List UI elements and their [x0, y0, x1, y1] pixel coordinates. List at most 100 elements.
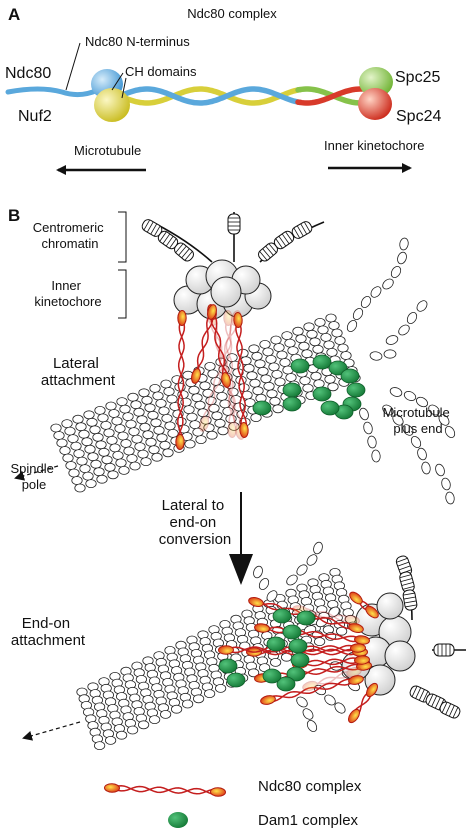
ndc80-head — [254, 623, 270, 633]
dam1-complex — [346, 382, 366, 398]
ndc80-strand — [236, 319, 246, 431]
tubulin-dimer — [303, 322, 315, 332]
kinetochore-subunit — [384, 640, 416, 672]
ndc80-head — [366, 682, 378, 698]
tubulin-dimer — [274, 377, 286, 387]
tubulin-dimer — [328, 321, 340, 330]
tubulin-dimer — [61, 419, 73, 429]
curl-dimer — [296, 696, 308, 708]
curl-dimer — [302, 708, 314, 720]
label-inner-kinetochore: Inner kinetochore — [324, 138, 424, 153]
tubulin-dimer — [189, 420, 201, 430]
ndc80-head — [104, 783, 120, 793]
nucleosome-wrap — [268, 243, 277, 253]
tubulin-dimer — [84, 444, 96, 454]
panel-a-title: Ndc80 complex — [187, 6, 277, 21]
ndc80-head — [348, 708, 360, 724]
tubulin-dimer — [50, 423, 62, 433]
nucleosome — [439, 701, 461, 719]
nucleosome — [157, 230, 179, 250]
tubulin-dimer — [149, 383, 161, 393]
tubulin-dimer — [139, 422, 151, 432]
nucleosome-wrap — [404, 600, 417, 604]
chromatin-nucleosomes-bottom — [395, 555, 461, 719]
tubulin-dimer — [83, 410, 95, 420]
ndc80-strand — [299, 657, 363, 667]
tubulin-dimer — [90, 459, 102, 469]
tubulin-dimer — [211, 411, 223, 421]
curl-dimer — [403, 391, 417, 401]
tubulin-dimer — [317, 325, 329, 335]
nucleosome-wrap — [402, 585, 415, 590]
tubulin-dimer — [151, 452, 163, 462]
curl-dimer — [296, 564, 308, 576]
curl-dimer — [258, 577, 270, 591]
tubulin-dimer — [128, 427, 140, 437]
nucleosome-wrap — [411, 685, 418, 698]
tubulin-dimer — [122, 412, 134, 422]
curl-dimer — [435, 463, 445, 477]
curl-dimer — [410, 435, 422, 449]
curl-dimer — [415, 396, 429, 408]
nucleosome-wrap — [397, 561, 410, 567]
curl-dimer — [328, 606, 340, 618]
nucleosome-wrap — [441, 701, 448, 714]
curl-dimer — [416, 300, 428, 312]
ndc80-strand — [111, 785, 219, 795]
tubulin-dimer — [243, 363, 255, 373]
nucleosome-wrap — [431, 695, 438, 707]
nucleosome-wrap — [146, 221, 154, 233]
tubulin-dimer — [195, 435, 207, 445]
ndc80-head — [198, 416, 210, 432]
tubulin-dimer — [310, 371, 322, 381]
tubulin-dimer — [263, 381, 275, 391]
tubulin-dimer — [269, 396, 281, 406]
curl-dimer — [438, 414, 450, 426]
conversion-arrow-head — [229, 554, 253, 585]
ndc80-strand — [300, 607, 353, 621]
tubulin-dimer — [206, 430, 218, 440]
tubulin-dimer — [142, 430, 154, 440]
legend-dam1-symbol — [168, 812, 188, 828]
nucleosome-core — [399, 571, 415, 593]
tubulin-dimer — [100, 420, 112, 430]
tubulin-dimer — [106, 435, 118, 445]
tubulin-dimer — [97, 413, 109, 423]
tubulin-dimer — [166, 394, 178, 404]
nucleosome — [409, 685, 431, 703]
ndc80-complex — [302, 666, 362, 692]
tubulin-dimer — [120, 439, 132, 448]
ndc80-head — [350, 643, 366, 653]
tubulin-dimer — [251, 351, 263, 361]
tubulin-dimer — [270, 335, 282, 345]
ndc80-head — [233, 312, 243, 328]
tubulin-dimer — [127, 392, 139, 402]
ndc80-strand — [309, 670, 355, 685]
ndc80-strand — [224, 317, 236, 431]
nucleosome-wrap — [445, 703, 452, 715]
tubulin-dimer — [204, 689, 216, 698]
n-terminus-leader — [65, 42, 81, 91]
ndc80-head — [239, 422, 249, 438]
dam1-complex — [272, 608, 292, 624]
tubulin-dimer — [75, 422, 87, 432]
legend-ndc80-label: Ndc80 complex — [258, 778, 362, 795]
curl-dimer — [313, 541, 323, 555]
ndc80-strand — [202, 317, 238, 424]
nucleosome-wrap — [285, 231, 293, 242]
nucleosome — [227, 213, 241, 235]
tubulin-dimer — [105, 401, 117, 411]
tubulin-dimer — [155, 398, 167, 408]
panel-a-letter: A — [8, 5, 20, 24]
ndc80-complex — [191, 304, 217, 384]
ndc80-strand — [177, 317, 186, 443]
ndc80-head — [223, 310, 233, 326]
ndc80-strand — [204, 317, 237, 425]
tubulin-dimer — [93, 467, 105, 477]
tubulin-dimer — [273, 343, 285, 352]
bracket-inner-kinetochore — [118, 269, 127, 319]
ch-leader-1 — [111, 72, 124, 91]
tubulin-dimer — [331, 328, 343, 338]
ndc80-helix — [117, 86, 303, 106]
